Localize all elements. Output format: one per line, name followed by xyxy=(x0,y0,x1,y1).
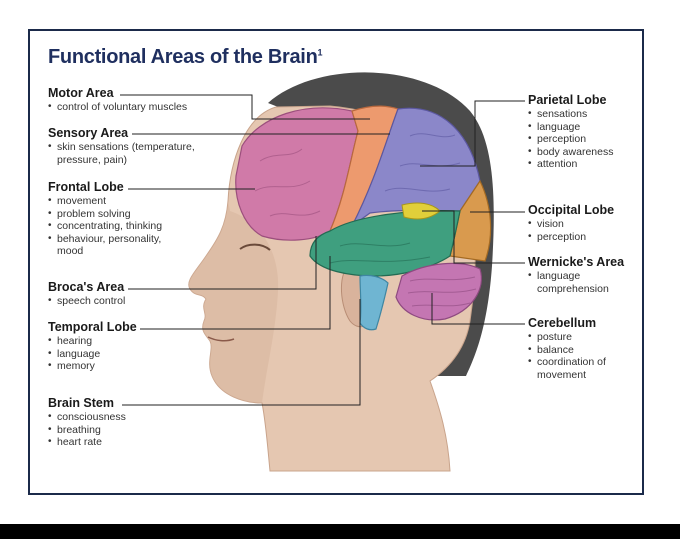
leader-temporal xyxy=(140,256,331,330)
label-item: perception xyxy=(528,231,614,244)
label-item: movement xyxy=(48,195,188,208)
leader-motor xyxy=(120,94,370,120)
label-temporal-lobe: Temporal Lobe hearing language memory xyxy=(48,320,137,373)
label-heading: Wernicke's Area xyxy=(528,255,625,269)
label-item: problem solving xyxy=(48,208,188,221)
label-item: language xyxy=(528,121,613,134)
label-item: behaviour, personality, mood xyxy=(48,233,188,258)
label-motor-area: Motor Area control of voluntary muscles xyxy=(48,86,187,114)
leader-lines xyxy=(120,94,525,406)
label-heading: Occipital Lobe xyxy=(528,203,615,217)
leader-parietal xyxy=(420,100,525,167)
label-wernickes-area: Wernicke's Area language comprehension xyxy=(528,255,638,295)
label-item: heart rate xyxy=(48,436,126,449)
label-item: control of voluntary muscles xyxy=(48,101,187,114)
label-parietal-lobe: Parietal Lobe sensations language percep… xyxy=(528,93,613,171)
label-heading: Frontal Lobe xyxy=(48,180,124,194)
label-brocas-area: Broca's Area speech control xyxy=(48,280,125,308)
gyri-lines xyxy=(254,133,477,307)
brain-stem xyxy=(359,274,389,331)
label-item: hearing xyxy=(48,335,137,348)
label-item: body awareness xyxy=(528,146,613,159)
label-item: speech control xyxy=(48,295,125,308)
label-item: sensations xyxy=(528,108,613,121)
label-item: vision xyxy=(528,218,614,231)
label-item: language comprehension xyxy=(528,270,638,295)
diagram-frame: Functional Areas of the Brain1 Motor Are… xyxy=(28,29,644,495)
label-item: posture xyxy=(528,331,634,344)
label-item: consciousness xyxy=(48,411,126,424)
label-brain-stem: Brain Stem consciousness breathing heart… xyxy=(48,396,126,449)
leader-cerebellum xyxy=(431,293,525,325)
mouth xyxy=(207,336,235,342)
label-item: perception xyxy=(528,133,613,146)
label-heading: Brain Stem xyxy=(48,396,114,410)
label-heading: Parietal Lobe xyxy=(528,93,607,107)
label-item: attention xyxy=(528,158,613,171)
head-illustration xyxy=(120,72,525,472)
label-heading: Motor Area xyxy=(48,86,114,100)
label-item: memory xyxy=(48,360,137,373)
label-cerebellum: Cerebellum posture balance coordination … xyxy=(528,316,634,381)
label-heading: Temporal Lobe xyxy=(48,320,137,334)
leader-wernicke xyxy=(422,210,525,264)
page-title: Functional Areas of the Brain1 xyxy=(48,46,323,68)
label-item: coordination of movement xyxy=(528,356,634,381)
label-item: breathing xyxy=(48,424,126,437)
face-shading xyxy=(188,201,279,403)
leader-brainstem xyxy=(122,299,361,406)
label-sensory-area: Sensory Area skin sensations (temperatur… xyxy=(48,126,226,166)
label-item: language xyxy=(48,348,137,361)
eye xyxy=(239,243,271,251)
label-frontal-lobe: Frontal Lobe movement problem solving co… xyxy=(48,180,188,258)
label-heading: Broca's Area xyxy=(48,280,125,294)
label-heading: Cerebellum xyxy=(528,316,597,330)
label-item: skin sensations (temperature, pressure, … xyxy=(48,141,226,166)
leader-broca xyxy=(128,236,317,290)
label-heading: Sensory Area xyxy=(48,126,129,140)
label-item: balance xyxy=(528,344,634,357)
label-occipital-lobe: Occipital Lobe vision perception xyxy=(528,203,614,243)
bottom-black-bar xyxy=(0,524,680,539)
label-item: concentrating, thinking xyxy=(48,220,188,233)
